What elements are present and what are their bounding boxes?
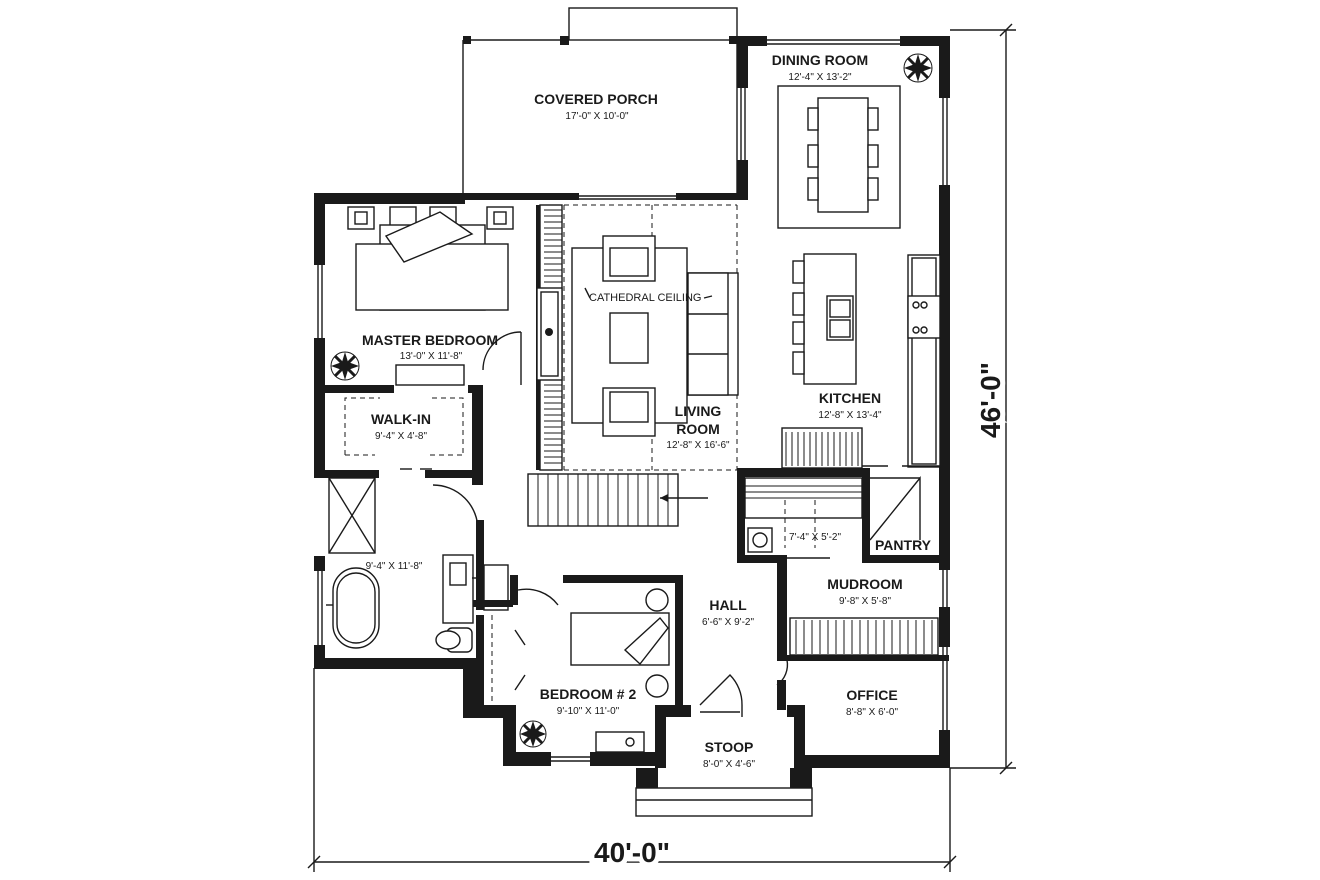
living-room-furniture — [563, 204, 739, 471]
living-room-label-line2: ROOM — [676, 421, 720, 437]
bedroom2-dim: 9'-10" X 11'-0" — [557, 706, 620, 717]
laundry-fixtures — [744, 476, 921, 559]
living-room-label-line1: LIVING — [675, 403, 722, 419]
interior-walls — [314, 385, 950, 715]
dining-room-dim: 12'-4" X 13'-2" — [788, 72, 852, 83]
windows — [317, 39, 948, 762]
covered-porch-dim: 17'-0" X 10'-0" — [565, 111, 629, 122]
bathroom-dim: 9'-4" X 11'-8" — [366, 561, 423, 572]
kitchen-label: KITCHEN — [819, 390, 881, 406]
living-room-dim: 12'-8" X 16'-6" — [666, 440, 730, 451]
mudroom-label: MUDROOM — [827, 576, 902, 592]
stoop-dim: 8'-0" X 4'-6" — [703, 759, 756, 770]
kitchen-dim: 12'-8" X 13'-4" — [818, 410, 882, 421]
office-label: OFFICE — [846, 687, 897, 703]
office-dim: 8'-8" X 6'-0" — [846, 707, 899, 718]
master-bedroom-label: MASTER BEDROOM — [362, 332, 498, 348]
pantry-label: PANTRY — [875, 537, 932, 553]
master-bedroom-dim: 13'-0" X 11'-8" — [400, 351, 463, 362]
walk-in-closet — [344, 397, 464, 470]
mudroom-dim: 9'-8" X 5'-8" — [839, 596, 892, 607]
bedroom2-furniture — [491, 588, 670, 753]
laundry-dim: 7'-4" X 5'-2" — [789, 532, 842, 543]
depth-dimension: 46'-0" — [975, 362, 1006, 438]
kitchen-fixtures — [781, 253, 941, 469]
stoop-label: STOOP — [705, 739, 754, 755]
fireplace — [536, 204, 563, 471]
plant-icons — [330, 53, 933, 748]
bathroom-fixtures — [326, 477, 509, 653]
dining-furniture — [777, 85, 901, 229]
exterior-walls — [314, 36, 950, 788]
bedroom2-label: BEDROOM # 2 — [540, 686, 637, 702]
walk-in-dim: 9'-4" X 4'-8" — [375, 431, 428, 442]
master-bedroom-furniture — [347, 206, 522, 386]
cathedral-ceiling-note: CATHEDRAL CEILING — [589, 292, 701, 304]
stairs — [527, 473, 708, 527]
mudroom-bench — [789, 617, 939, 656]
stoop-steps — [635, 787, 813, 817]
hall-dim: 6'-6" X 9'-2" — [702, 617, 755, 628]
walk-in-label: WALK-IN — [371, 411, 431, 427]
dimension-lines — [307, 23, 1016, 872]
hall-label: HALL — [709, 597, 747, 613]
width-dimension: 40'-0" — [594, 837, 670, 868]
covered-porch-label: COVERED PORCH — [534, 91, 658, 107]
dining-room-label: DINING ROOM — [772, 52, 868, 68]
doors — [699, 659, 789, 717]
